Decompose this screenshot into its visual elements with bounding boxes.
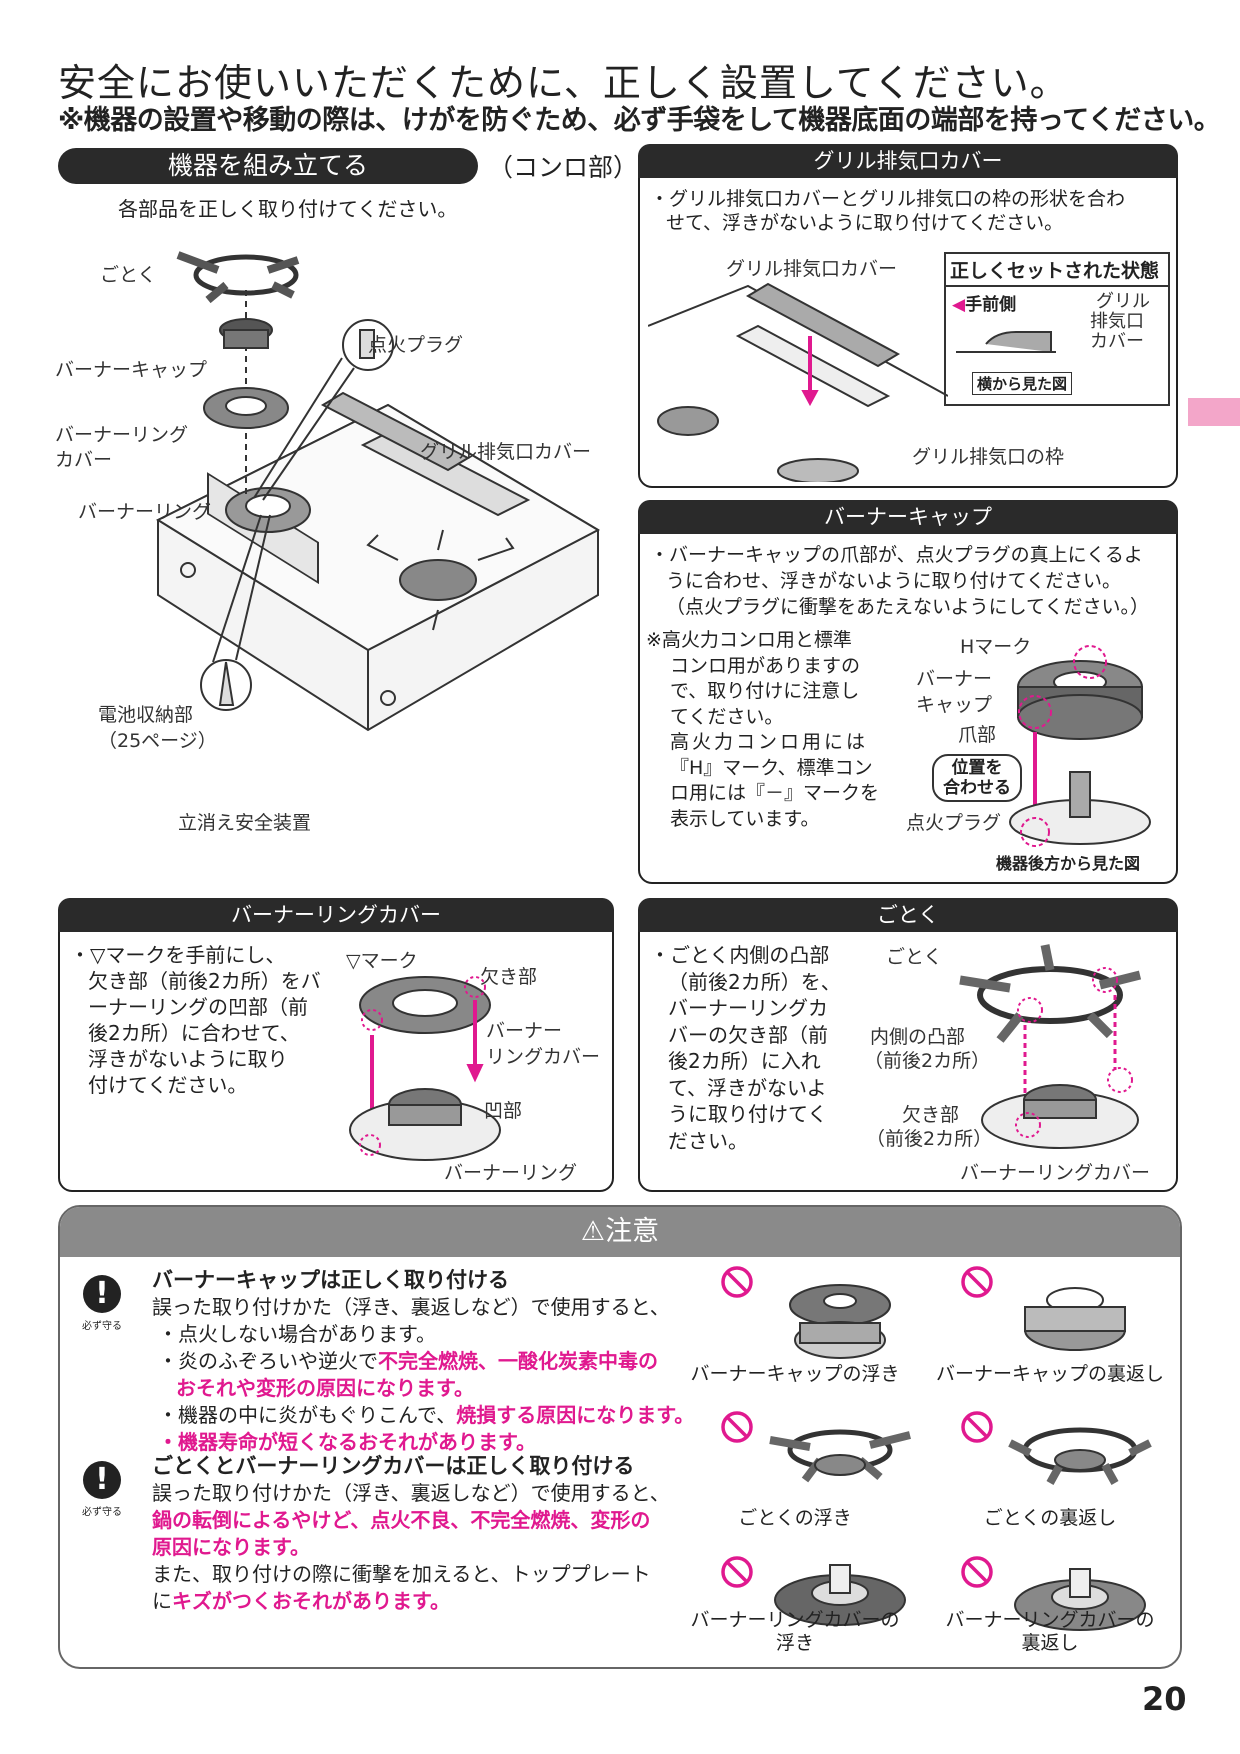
ring-mark: ▽マーク xyxy=(346,950,418,972)
grill-cover-box-heading: グリル排気口カバー xyxy=(638,144,1178,178)
side-view-caption: 横から見た図 xyxy=(972,372,1073,395)
grill-cover-box: グリル排気口カバー ・グリル排気口カバーとグリル排気口の枠の形状を合わ せて、浮… xyxy=(638,144,1178,488)
caution-box: ⚠注意 ! 必ず守る バーナーキャップは正しく取り付ける 誤った取り付けかた（浮… xyxy=(58,1205,1182,1669)
correct-state-title: 正しくセットされた状態 xyxy=(946,254,1168,287)
align-badge: 位置を合わせる xyxy=(932,754,1022,802)
assemble-heading: 機器を組み立てる xyxy=(58,148,478,184)
state-cover-2: 排気口 xyxy=(1090,311,1144,332)
ng-caption-3: ごとくの浮き xyxy=(738,1507,852,1529)
prohibited-icon xyxy=(721,1266,753,1298)
side-view-shape xyxy=(956,331,1056,353)
ring-diagram xyxy=(349,976,501,1161)
page-subtitle: ※機器の設置や移動の際は、けがを防ぐため、必ず手袋をして機器底面の端部を持ってく… xyxy=(58,105,1221,136)
cap-label-2: キャップ xyxy=(916,694,993,716)
page-number: 20 xyxy=(1142,1680,1187,1718)
cap-claw: 爪部 xyxy=(958,724,997,746)
burner-cap-box: バーナーキャップ ・バーナーキャップの爪部が、点火プラグの真上にくるよ うに合わ… xyxy=(638,500,1178,884)
gotoku-ring-cover: バーナーリングカバー xyxy=(960,1162,1151,1184)
label-battery-2: （25ページ） xyxy=(98,730,217,752)
prohibited-icon xyxy=(961,1411,993,1443)
must-follow-mark-2: ! 必ず守る xyxy=(82,1461,122,1518)
gotoku-notch-2: （前後2カ所） xyxy=(866,1128,993,1150)
section-tab xyxy=(1188,398,1240,426)
prohibited-icon xyxy=(961,1266,993,1298)
gotoku-label: ごとく xyxy=(886,946,943,968)
arrow-left-icon: ◀ xyxy=(952,295,966,315)
correct-state-panel: 正しくセットされた状態 ◀手前側 グリル 排気口 カバー 横から見た図 xyxy=(944,252,1170,406)
label-ring-cover-1: バーナーリング xyxy=(55,424,189,446)
ring-cover-1: バーナー xyxy=(486,1020,563,1042)
ring-cover-2: リングカバー xyxy=(486,1046,601,1068)
gotoku-notch-1: 欠き部 xyxy=(902,1104,960,1126)
burner-cap-box-heading: バーナーキャップ xyxy=(638,500,1178,534)
cap-diagram xyxy=(1009,645,1151,847)
gotoku-inner-1: 内側の凸部 xyxy=(870,1026,966,1048)
cap-text-1: ・バーナーキャップの爪部が、点火プラグの真上にくるよ xyxy=(650,544,1143,566)
cap-note: ※高火力コンロ用と標準 コンロ用がありますの で、取り付けに注意し てください。… xyxy=(646,629,880,830)
rear-view-caption: 機器後方から見た図 xyxy=(996,854,1141,873)
label-battery-1: 電池収納部 xyxy=(98,704,194,726)
exclamation-icon: ! xyxy=(83,1461,121,1499)
caution-item-2: ごとくとバーナーリングカバーは正しく取り付ける 誤った取り付けかた（浮き、裏返し… xyxy=(152,1454,670,1613)
gotoku-box: ごとく ・ごとく内側の凸部 （前後2カ所）を、 バーナーリングカ バーの欠き部（… xyxy=(638,898,1178,1192)
grill-diagram xyxy=(648,282,948,482)
page-title: 安全にお使いいただくために、正しく設置してください。 xyxy=(58,61,1069,105)
label-burner-cap: バーナーキャップ xyxy=(55,359,208,381)
assemble-heading-suffix: （コンロ部） xyxy=(488,153,639,182)
prohibited-icon xyxy=(961,1556,993,1588)
ring-recess: 凹部 xyxy=(484,1100,523,1122)
gotoku-text: ・ごとく内側の凸部 （前後2カ所）を、 バーナーリングカ バーの欠き部（前 後2… xyxy=(650,943,841,1153)
ring-cover-box: バーナーリングカバー ・▽マークを手前にし、 欠き部（前後2カ所）をバ ーナーリ… xyxy=(58,898,614,1192)
label-gotoku: ごとく xyxy=(100,264,157,286)
label-grill-cover: グリル排気口カバー xyxy=(420,441,592,463)
state-cover-1: グリル xyxy=(1096,291,1150,312)
ng-caption-2: バーナーキャップの裏返し xyxy=(935,1363,1164,1385)
ring-ring: バーナーリング xyxy=(444,1162,578,1184)
ng-caption-4: ごとくの裏返し xyxy=(983,1507,1117,1529)
ring-cover-box-heading: バーナーリングカバー xyxy=(58,898,614,932)
cap-label-1: バーナー xyxy=(916,668,993,690)
ng-illustrations xyxy=(721,1266,1152,1631)
must-follow-mark-1: ! 必ず守る xyxy=(82,1275,122,1332)
cap-text-3: （点火プラグに衝撃をあたえないようにしてください。） xyxy=(666,596,1149,618)
label-ring-cover-2: カバー xyxy=(55,449,113,471)
ring-text: ・▽マークを手前にし、 欠き部（前後2カ所）をバ ーナーリングの凹部（前 後2カ… xyxy=(70,943,321,1097)
assemble-intro: 各部品を正しく取り付けてください。 xyxy=(118,197,458,221)
gotoku-diagram xyxy=(959,944,1142,1149)
front-side-label: ◀手前側 xyxy=(952,295,1017,315)
label-safety-device: 立消え安全装置 xyxy=(178,812,312,834)
label-burner-ring: バーナーリング xyxy=(78,501,212,523)
gotoku-box-heading: ごとく xyxy=(638,898,1178,932)
grill-cover-label: グリル排気口カバー xyxy=(726,258,898,280)
cap-h-mark: Hマーク xyxy=(960,636,1032,658)
caution-item-1: バーナーキャップは正しく取り付ける 誤った取り付けかた（浮き、裏返しなど）で使用… xyxy=(152,1268,695,1454)
cap-text-2: うに合わせ、浮きがないように取り付けてください。 xyxy=(666,570,1122,592)
exclamation-icon: ! xyxy=(83,1275,121,1313)
caution-heading: ⚠注意 xyxy=(60,1207,1180,1257)
prohibited-icon xyxy=(721,1556,753,1588)
grill-frame-label: グリル排気口の枠 xyxy=(912,446,1065,468)
grill-text-1: ・グリル排気口カバーとグリル排気口の枠の形状を合わ xyxy=(650,188,1126,210)
ng-caption-6: バーナーリングカバーの裏返し xyxy=(945,1609,1155,1654)
prohibited-icon xyxy=(721,1411,753,1443)
state-cover-3: カバー xyxy=(1090,331,1144,352)
ng-caption-1: バーナーキャップの浮き xyxy=(690,1363,900,1385)
ng-caption-5: バーナーリングカバーの浮き xyxy=(690,1609,900,1654)
cap-spark-plug: 点火プラグ xyxy=(906,812,1002,834)
grill-text-2: せて、浮きがないように取り付けてください。 xyxy=(666,212,1064,234)
gotoku-inner-2: （前後2カ所） xyxy=(864,1050,991,1072)
exploded-diagram xyxy=(155,251,601,732)
warning-icon: ⚠ xyxy=(580,1216,606,1247)
ring-notch: 欠き部 xyxy=(480,966,538,988)
label-spark-plug: 点火プラグ xyxy=(368,334,464,356)
